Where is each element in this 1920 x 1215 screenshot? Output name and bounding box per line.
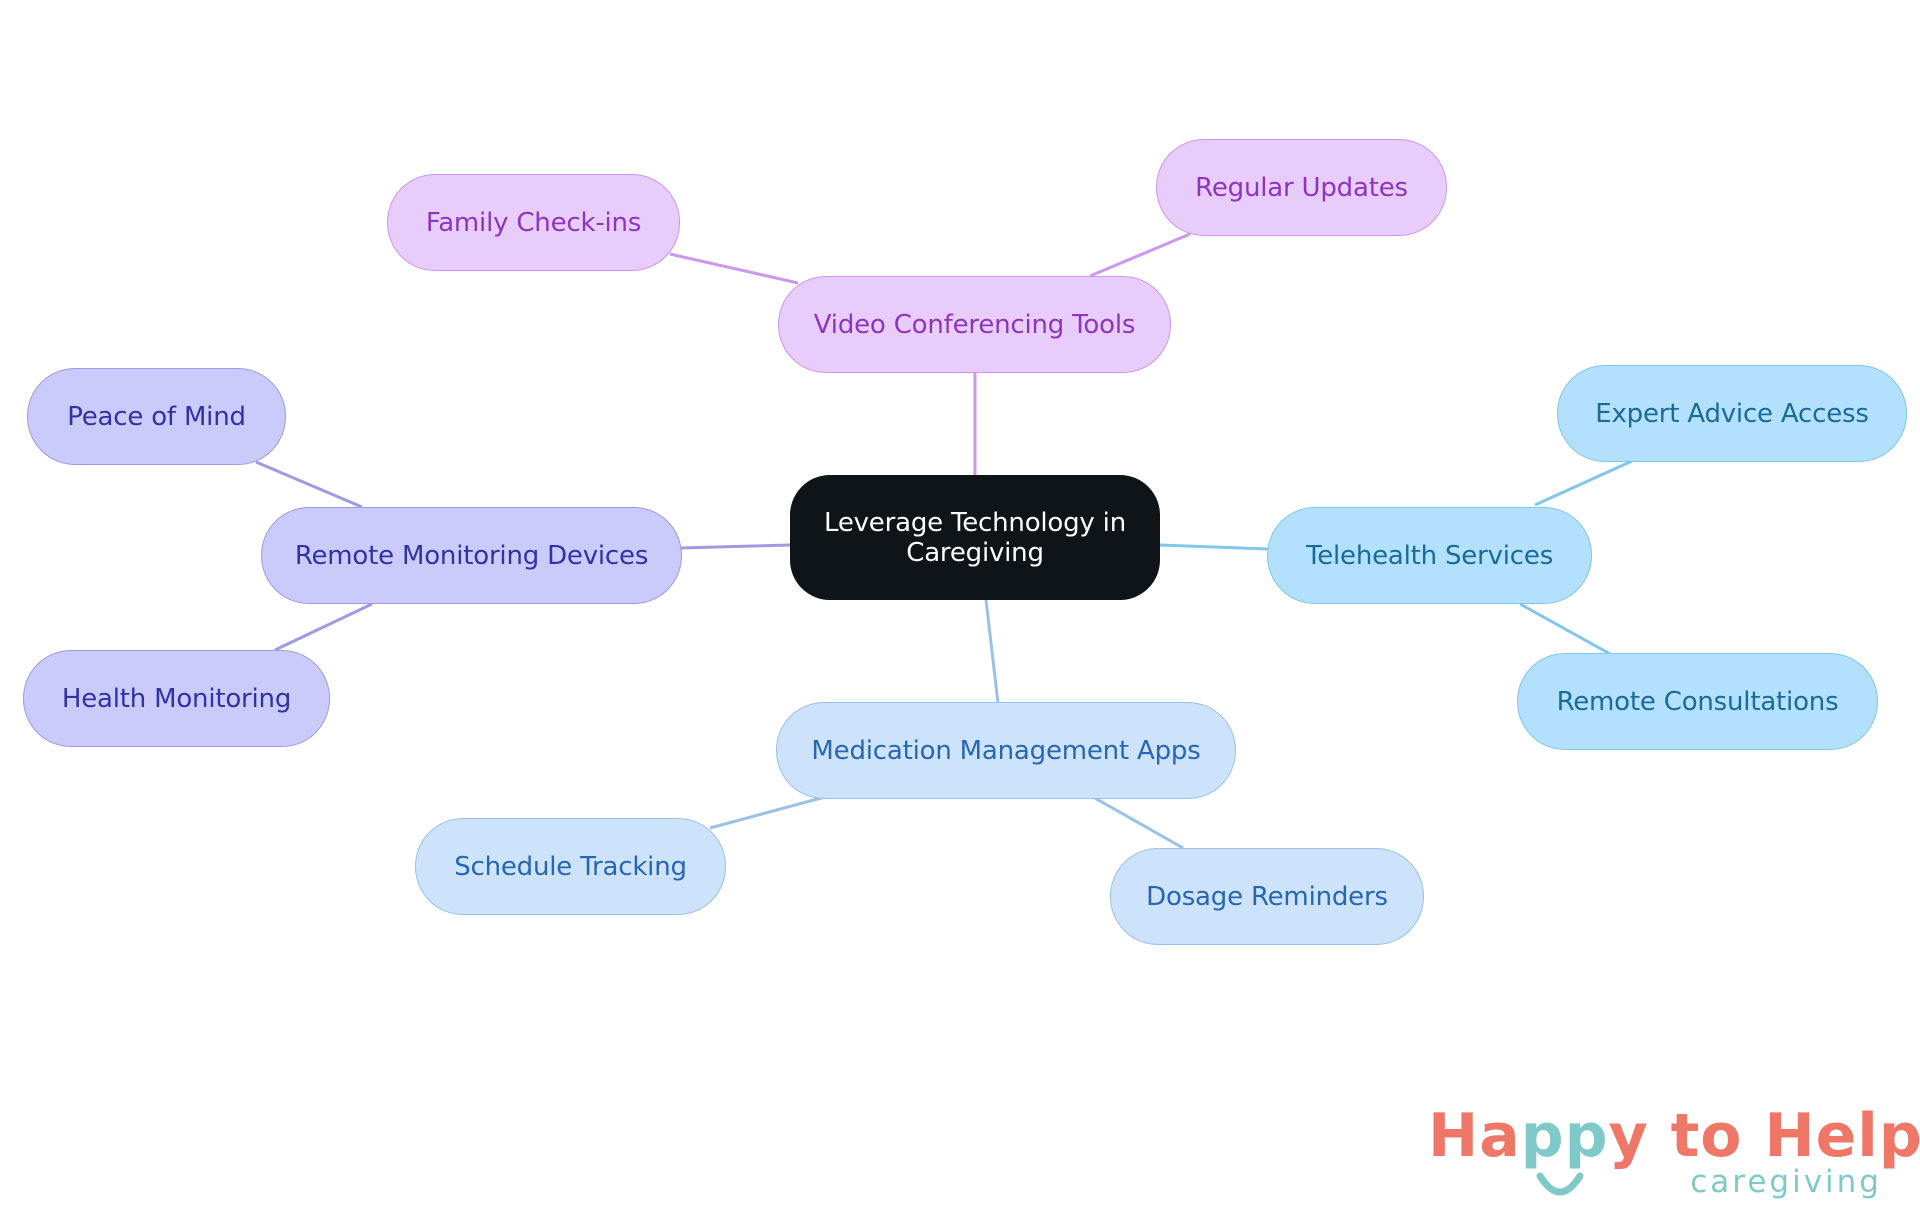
central-topic-node: Leverage Technology in Caregiving [790,475,1160,600]
logo-text-part3: y to Help [1608,1101,1920,1171]
edge-central-medication [984,599,1000,704]
happy-to-help-logo: Happy to Help caregiving [1420,1100,1920,1210]
edge-remote-health [274,602,373,652]
logo-text-part1: Ha [1428,1101,1521,1171]
leaf-node-dosage-reminders: Dosage Reminders [1110,848,1424,945]
edge-video-family [669,252,799,285]
edge-tele-expert [1534,459,1633,507]
leaf-node-health-monitoring: Health Monitoring [23,650,330,747]
edge-video-regular [1089,232,1191,278]
edge-tele-remote [1519,602,1613,657]
leaf-node-peace-of-mind: Peace of Mind [27,368,286,465]
leaf-node-family-checkins: Family Check-ins [387,174,680,271]
edge-med-schedule [709,795,826,830]
leaf-node-regular-updates: Regular Updates [1156,139,1447,236]
edge-remote-peace [255,460,363,509]
branch-node-telehealth: Telehealth Services [1267,507,1592,604]
logo-text-part2: pp [1520,1101,1609,1171]
logo-wordmark: Happy to Help [1428,1100,1920,1172]
edge-central-telehealth [1159,543,1269,551]
leaf-node-expert-advice: Expert Advice Access [1557,365,1907,462]
branch-node-video-conferencing: Video Conferencing Tools [778,276,1171,373]
leaf-node-schedule-tracking: Schedule Tracking [415,818,726,915]
leaf-node-remote-consultations: Remote Consultations [1517,653,1878,750]
branch-node-remote-monitoring: Remote Monitoring Devices [261,507,682,604]
edge-med-dosage [1092,795,1184,850]
branch-node-medication-management: Medication Management Apps [776,702,1236,799]
smile-icon [1536,1172,1584,1196]
logo-tagline: caregiving [1690,1164,1882,1200]
edge-central-remote [679,543,791,550]
